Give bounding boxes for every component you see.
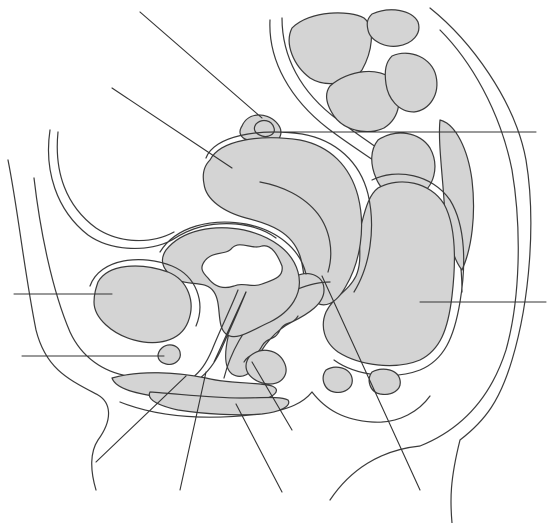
anal-sphincter: [369, 369, 400, 394]
perineal-body: [246, 350, 286, 384]
leader-line-1: [140, 12, 262, 118]
pubic-symphysis: [94, 266, 191, 343]
sacral-vertebra-2: [367, 10, 419, 46]
peritoneum-inner-outline: [57, 132, 174, 241]
leader-line-2: [112, 88, 232, 168]
leader-line-10: [236, 404, 282, 492]
anterior-abdominal-wall-outline: [8, 160, 109, 490]
clitoris: [158, 345, 180, 364]
anal-canal: [323, 367, 352, 392]
gluteal-fold-outline: [312, 392, 430, 422]
ovary: [254, 121, 274, 137]
